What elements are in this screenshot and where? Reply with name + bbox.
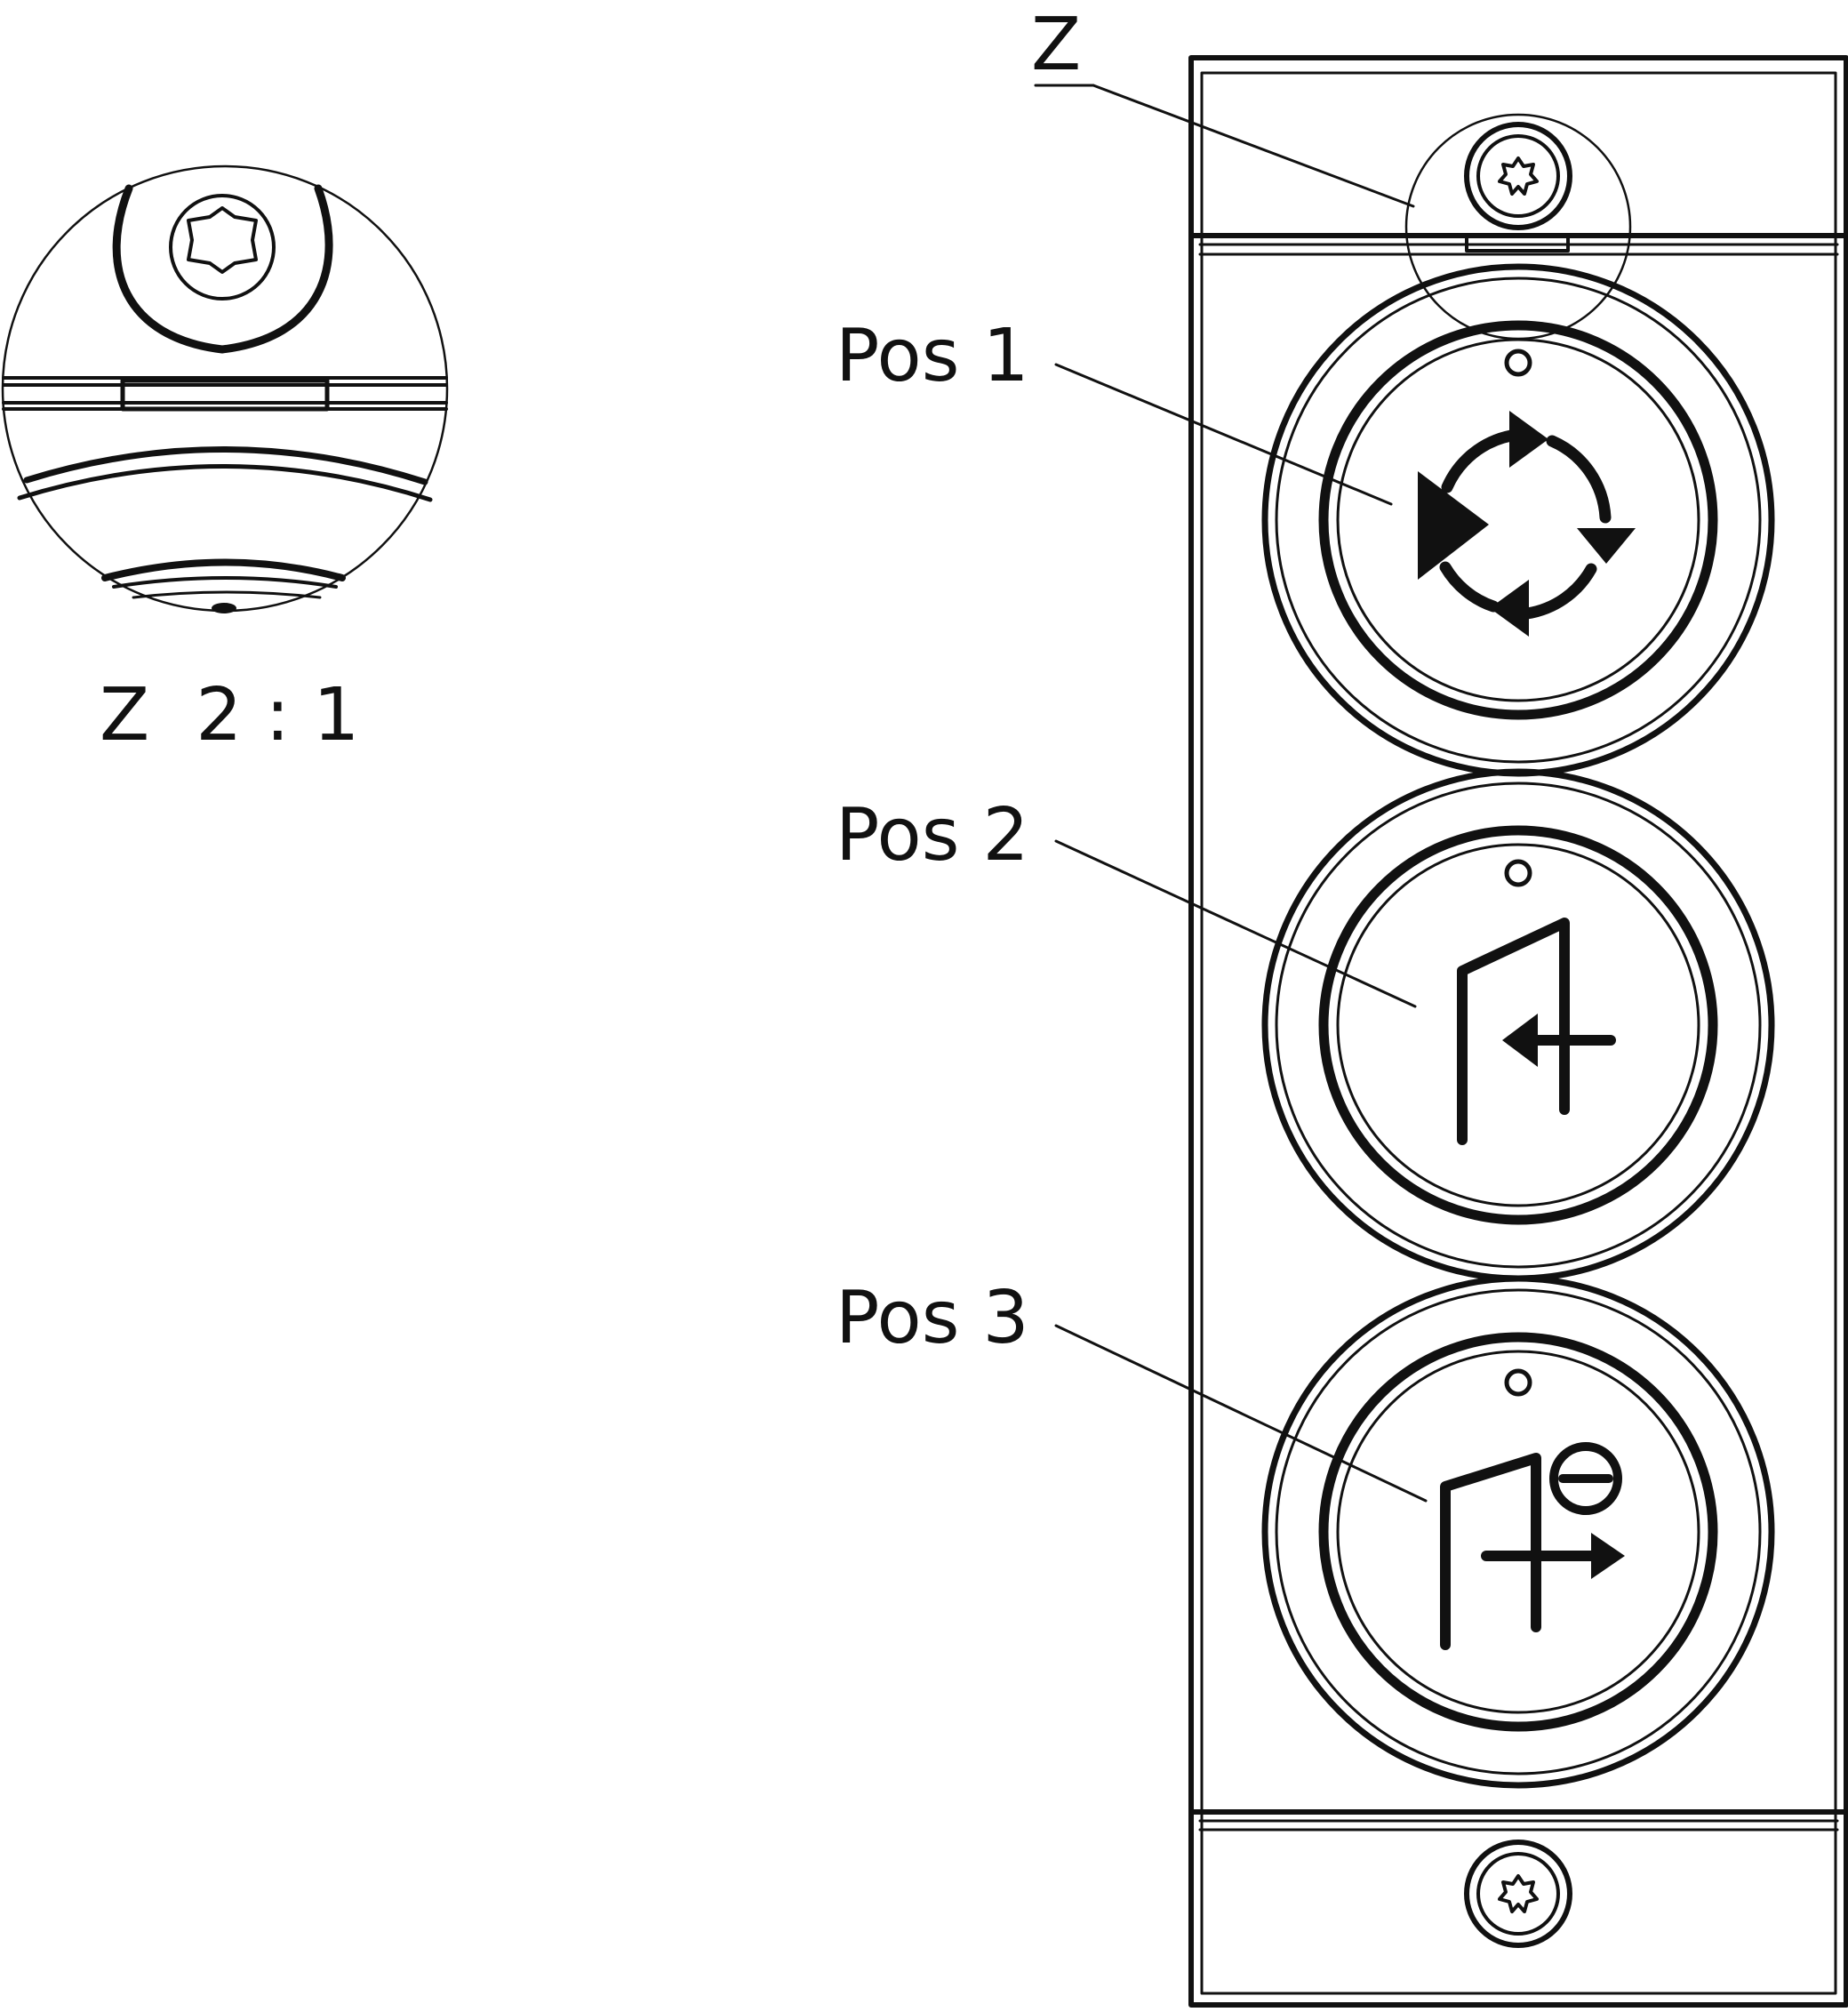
callouts — [1034, 84, 1428, 1503]
label-pos2: Pos 2 — [836, 793, 1029, 878]
detail-scale-label: Z 2 : 1 — [100, 673, 359, 758]
detail-seam-band — [2, 376, 448, 412]
start-cycle-icon — [1418, 411, 1636, 637]
pos3-indicator-dot — [1504, 1368, 1532, 1397]
button-pos2[interactable] — [1261, 768, 1775, 1282]
button-pos3[interactable] — [1261, 1275, 1775, 1789]
panel-outer-frame — [1188, 55, 1848, 2008]
top-torx-screw-icon — [1464, 122, 1572, 230]
bottom-torx-screw-icon — [1464, 1840, 1572, 1948]
detail-screw-boss — [112, 184, 333, 354]
label-pos3: Pos 3 — [836, 1276, 1029, 1360]
detail-view-z: Z 2 : 1 — [1, 164, 449, 758]
pos1-indicator-dot — [1504, 349, 1532, 377]
button-pos1[interactable] — [1261, 263, 1775, 777]
reference-minus-icon — [1440, 1442, 1625, 1650]
detail-torx-screw-icon — [169, 194, 276, 301]
label-pos1: Pos 1 — [836, 314, 1029, 398]
pos2-indicator-dot — [1504, 859, 1532, 887]
detail-boundary-circle — [1, 164, 449, 613]
control-panel — [1188, 55, 1848, 2008]
panel-inner-frame — [1200, 71, 1837, 1995]
detail-bezel-arcs — [17, 446, 433, 613]
reference-return-icon — [1457, 918, 1616, 1145]
label-detail-ref: Z — [1031, 3, 1081, 87]
